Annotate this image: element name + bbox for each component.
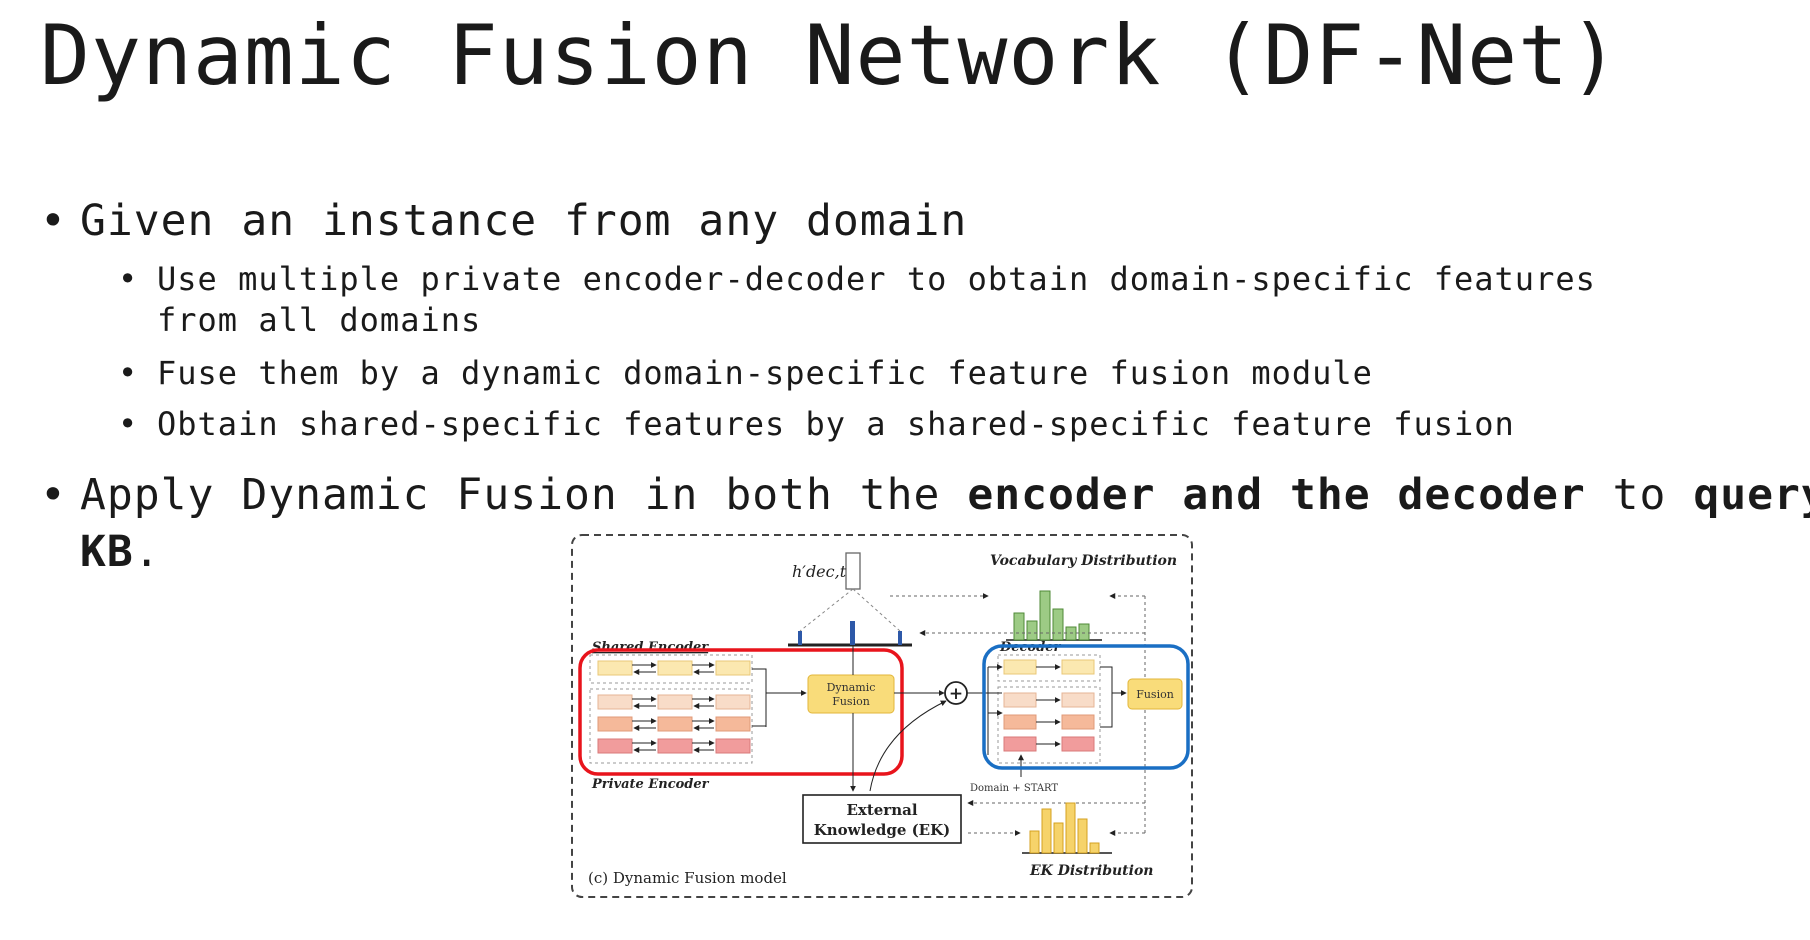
vocab-bar [1039,590,1051,641]
private-cell [657,738,693,754]
shared-encoder-label: Shared Encoder [592,640,709,655]
decoder-private-box [997,686,1101,764]
ek-bar [1065,802,1076,854]
bullet-2-line2: KB. [80,524,161,580]
ek-to-plus-curve [869,700,947,792]
private-to-fusion-line [752,683,767,727]
decoder-fusion-box [1127,678,1183,710]
figure-caption: (c) Dynamic Fusion model [588,869,787,887]
private-cell [597,738,633,754]
sub-bullet-1-line2: from all domains [157,301,482,339]
dynamic-fusion-box [807,674,895,714]
ek-bar [1053,822,1064,854]
dynamic-fusion-label-1: Dynamic [827,681,876,694]
bullet-2-part-encoder-decoder: encoder and the decoder [967,470,1586,520]
attention-bar [898,631,902,645]
vocab-bar [1013,612,1025,641]
decoder-private-cell [1061,714,1095,730]
shared-to-fusion-line [752,668,767,727]
bullet-2-part-query: query [1693,470,1810,520]
attention-fan-left [799,588,854,632]
ek-bar [1089,842,1100,854]
decoder-private-cell [1003,714,1037,730]
sub-bullet-dot: • [118,354,139,392]
decoder-highlight [982,644,1190,770]
private-encoder-label: Private Encoder [591,777,710,792]
bullet-2-part-plain: Apply Dynamic Fusion in both the [80,470,968,520]
bullet-dot: • [40,196,67,246]
bullet-dot: • [40,470,67,520]
domain-start-label: Domain + START [970,783,1058,794]
private-cell [657,694,693,710]
attention-bar [798,631,802,645]
decoder-private-cell [1003,692,1037,708]
shared-cell [597,660,633,676]
ek-label-1: External [846,801,917,819]
shared-cell [657,660,693,676]
hidden-state-label: h′dec,t [792,562,847,581]
ek-dist-label: EK Distribution [1029,863,1153,879]
decoder-private-cell [1061,736,1095,752]
dynamic-fusion-label-2: Fusion [832,695,870,708]
shared-cell [715,660,751,676]
bullet-2-part-to: to [1585,470,1694,520]
decoder-private-cell [1061,692,1095,708]
ek-bar [1029,830,1040,854]
private-cell [715,694,751,710]
vocab-dist-label: Vocabulary Distribution [990,553,1177,569]
vocab-bar [1052,608,1064,641]
vocab-bar [1026,620,1038,641]
sub-bullet-dot: • [118,260,139,298]
bullet-1-text: Given an instance from any domain [80,196,968,246]
vocab-bar [1078,623,1090,641]
decoder-fusion-label: Fusion [1136,688,1174,701]
decoder-to-fusion-bracket [1100,666,1113,728]
private-cell [597,694,633,710]
plus-sign: + [949,684,963,704]
sub-bullet-2-text: Fuse them by a dynamic domain-specific f… [157,354,1373,392]
sub-bullet-1-line1: Use multiple private encoder-decoder to … [157,260,1596,298]
hidden-state-vector [845,552,861,590]
decoder-shared-cell [1061,659,1095,675]
sub-bullet-dot: • [118,405,139,443]
private-cell [715,738,751,754]
encoder-highlight [578,648,904,776]
bullet-2-line1: Apply Dynamic Fusion in both the encoder… [80,467,1810,523]
ek-label-2: Knowledge (EK) [814,821,951,839]
external-knowledge-box [802,794,962,844]
df-net-architecture-figure: h′dec,t Vocabulary Distribution Shared E… [571,534,1193,898]
slide-title: Dynamic Fusion Network (DF-Net) [40,7,1621,104]
figure-border [571,534,1193,898]
ek-bar [1077,818,1088,854]
attention-fan-right [852,588,901,632]
private-cell [657,716,693,732]
private-cell [597,716,633,732]
bullet-2-part-period: . [133,527,161,577]
decoder-private-cell [1003,736,1037,752]
ek-bar [1041,808,1052,854]
private-cell [715,716,751,732]
bullet-2-part-kb: KB [80,527,134,577]
attention-bar [850,621,855,645]
decoder-shared-cell [1003,659,1037,675]
sub-bullet-3-text: Obtain shared-specific features by a sha… [157,405,1515,443]
